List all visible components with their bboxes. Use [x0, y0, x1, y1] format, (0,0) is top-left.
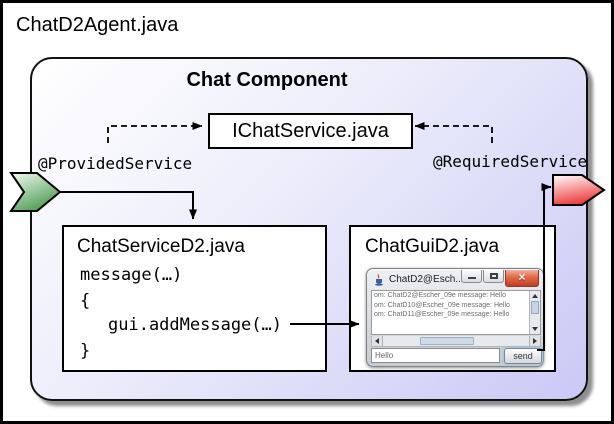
- maximize-button[interactable]: [483, 270, 504, 283]
- java-icon: [375, 274, 383, 286]
- maximize-icon: [490, 273, 498, 279]
- close-button[interactable]: ×: [505, 270, 539, 287]
- vertical-scrollbar[interactable]: [529, 291, 540, 334]
- code-line: }: [80, 341, 91, 361]
- messages-area: om: ChatD2@Escher_09e message: Hello om:…: [371, 290, 541, 335]
- message-input[interactable]: [371, 348, 500, 363]
- window-titlebar[interactable]: ChatD2@Esch... ×: [368, 270, 542, 290]
- minimize-button[interactable]: [461, 270, 482, 283]
- service-box-title: ChatServiceD2.java: [77, 236, 245, 257]
- window-title: ChatD2@Esch...: [389, 274, 464, 285]
- interface-box: IChatService.java: [208, 113, 413, 149]
- scroll-up-icon[interactable]: [532, 294, 538, 298]
- scroll-left-icon: [375, 338, 379, 344]
- close-icon: ×: [518, 270, 526, 284]
- gui-box: ChatGuiD2.java ChatD2@Esch... × om: Chat…: [349, 225, 556, 372]
- code-line: gui.addMessage(…): [108, 315, 282, 335]
- code-line: message(…): [80, 265, 183, 285]
- scroll-right-icon: [533, 338, 537, 344]
- horizontal-scrollbar[interactable]: [371, 336, 541, 347]
- message-line: om: ChatD11@Escher_09e message: Hello: [374, 311, 510, 318]
- scroll-down-icon[interactable]: [532, 327, 538, 331]
- message-line: om: ChatD10@Escher_09e message: Hello: [374, 301, 510, 309]
- chat-component-box: Chat Component IChatService.java @Provid…: [30, 57, 588, 401]
- minimize-icon: [468, 277, 476, 279]
- vertical-scrollbar-thumb[interactable]: [531, 301, 539, 314]
- interface-label: IChatService.java: [232, 120, 389, 142]
- component-title: Chat Component: [186, 69, 348, 91]
- page-title: ChatD2Agent.java: [16, 14, 179, 36]
- code-line: {: [80, 291, 91, 311]
- service-box: ChatServiceD2.java message(…) { gui.addM…: [62, 225, 327, 372]
- send-button[interactable]: send: [504, 348, 542, 364]
- scroll-left-button[interactable]: [372, 336, 383, 346]
- chat-window: ChatD2@Esch... × om: ChatD2@Escher_09e m…: [366, 268, 544, 367]
- scroll-right-button[interactable]: [529, 336, 540, 346]
- gui-box-title: ChatGuiD2.java: [365, 236, 500, 257]
- message-line: om: ChatD2@Escher_09e message: Hello: [374, 292, 507, 299]
- provided-annotation: @ProvidedService: [38, 154, 193, 173]
- required-annotation: @RequiredService: [433, 152, 588, 171]
- horizontal-scrollbar-thumb[interactable]: [420, 337, 474, 345]
